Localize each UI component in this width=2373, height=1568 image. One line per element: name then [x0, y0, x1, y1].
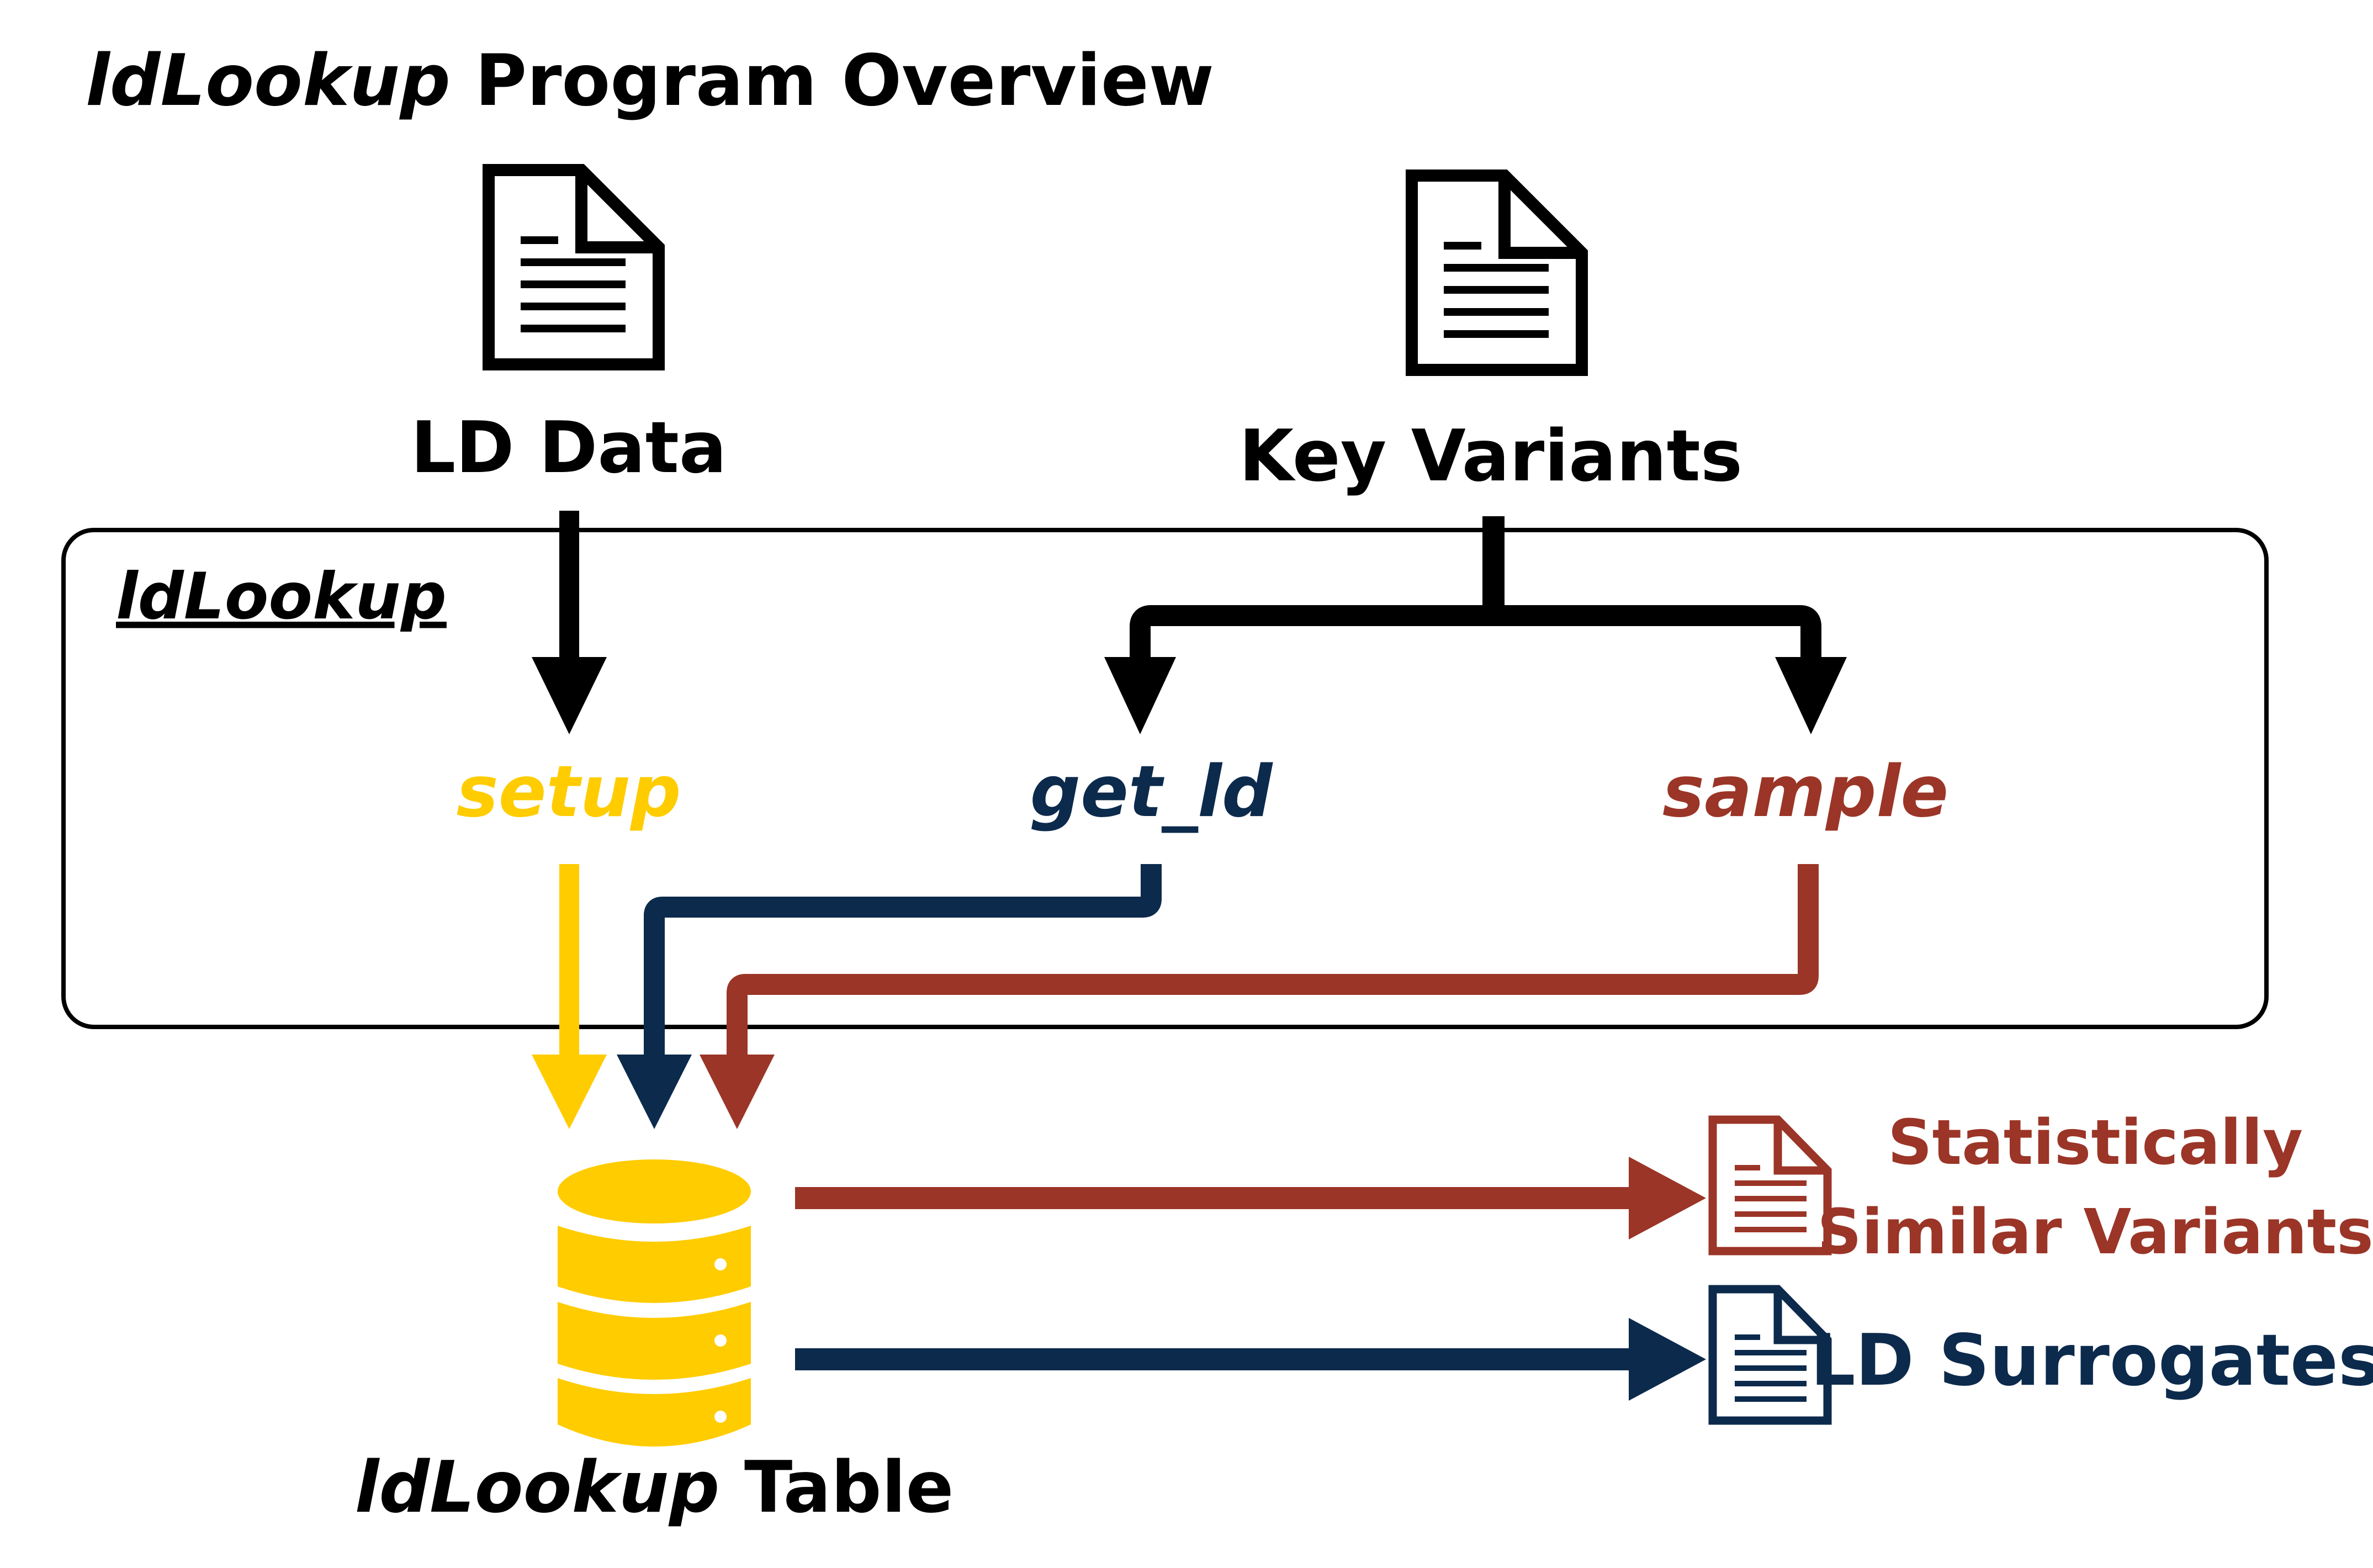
title-italic: ldLookup	[86, 40, 451, 122]
ld-data-document-icon	[483, 164, 665, 370]
arrow-setup-to-table	[532, 864, 607, 1129]
arrow-get-ld-to-table	[617, 864, 1162, 1129]
arrow-key-variants-split	[1104, 516, 1847, 734]
database-icon	[558, 1159, 751, 1447]
database-label-italic: ldLookup	[355, 1447, 720, 1529]
arrow-sample-to-table	[700, 864, 1819, 1129]
arrow-head-to-get-ld	[1104, 657, 1176, 734]
similar-variants-label-line2: Similar Variants	[1817, 1196, 2373, 1268]
database-label-rest: Table	[719, 1447, 954, 1529]
arrow-head-to-sample	[1775, 657, 1847, 734]
key-variants-document-icon	[1406, 169, 1588, 376]
ldlookup-module-box	[61, 528, 2269, 1029]
similar-variants-document-icon	[1708, 1115, 1832, 1256]
function-setup-label[interactable]: setup	[457, 751, 681, 833]
arrow-table-to-similar-variants	[795, 1157, 1706, 1239]
ldlookup-module-label: ldLookup	[116, 559, 447, 634]
diagram-title: ldLookup Program Overview	[86, 40, 1214, 122]
function-sample-label[interactable]: sample	[1662, 751, 1948, 833]
surrogates-label: LD Surrogates	[1810, 1320, 2373, 1402]
function-get-ld-label[interactable]: get_ld	[1030, 751, 1273, 833]
arrow-ld-data-to-setup	[532, 511, 607, 734]
arrow-table-to-surrogates	[795, 1318, 1706, 1401]
database-label: ldLookup Table	[355, 1447, 954, 1529]
key-variants-label: Key Variants	[1239, 415, 1742, 497]
similar-variants-label-line1: Statistically	[1888, 1107, 2303, 1179]
title-rest: Program Overview	[451, 40, 1214, 122]
ld-data-label: LD Data	[411, 407, 727, 489]
surrogates-document-icon	[1708, 1285, 1832, 1425]
